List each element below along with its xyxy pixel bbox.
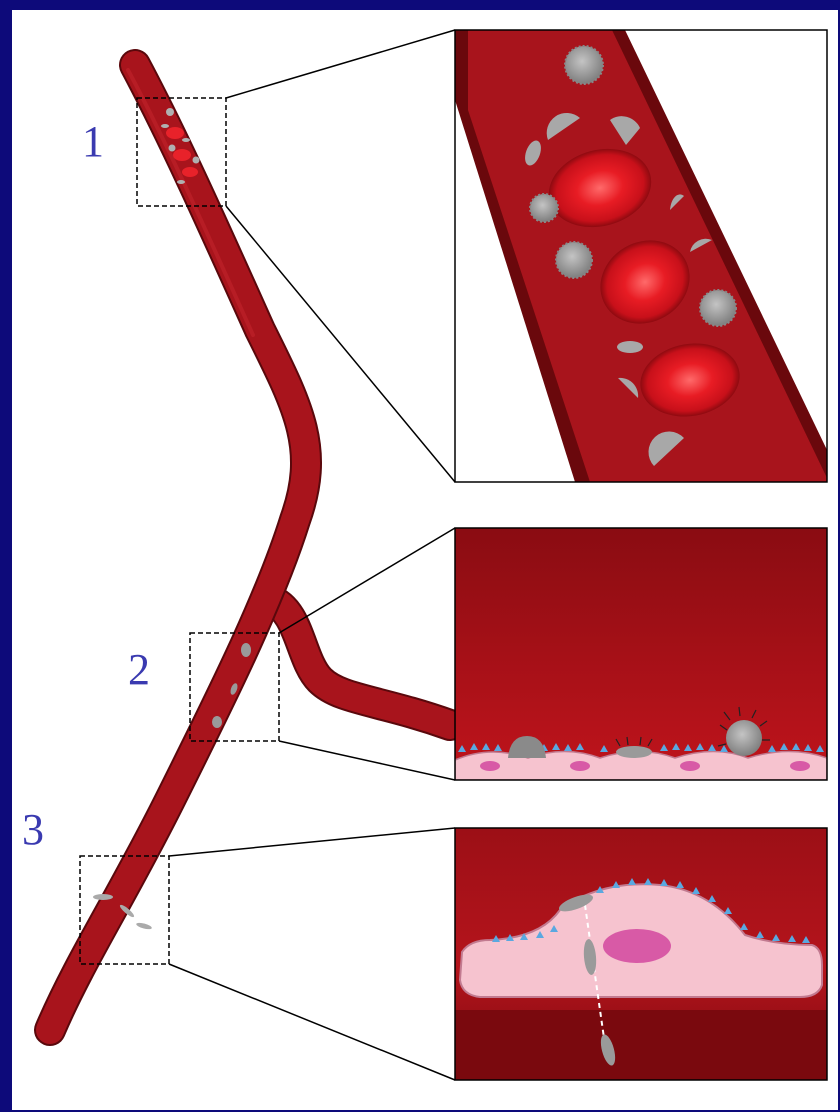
label-region-2: 2 xyxy=(128,648,150,692)
inset-2-adhesion xyxy=(455,528,827,780)
label-region-1: 1 xyxy=(82,120,104,164)
inset-3-transmigration xyxy=(455,828,827,1080)
inset-1-bloodstream xyxy=(455,30,827,482)
label-region-3: 3 xyxy=(22,808,44,852)
